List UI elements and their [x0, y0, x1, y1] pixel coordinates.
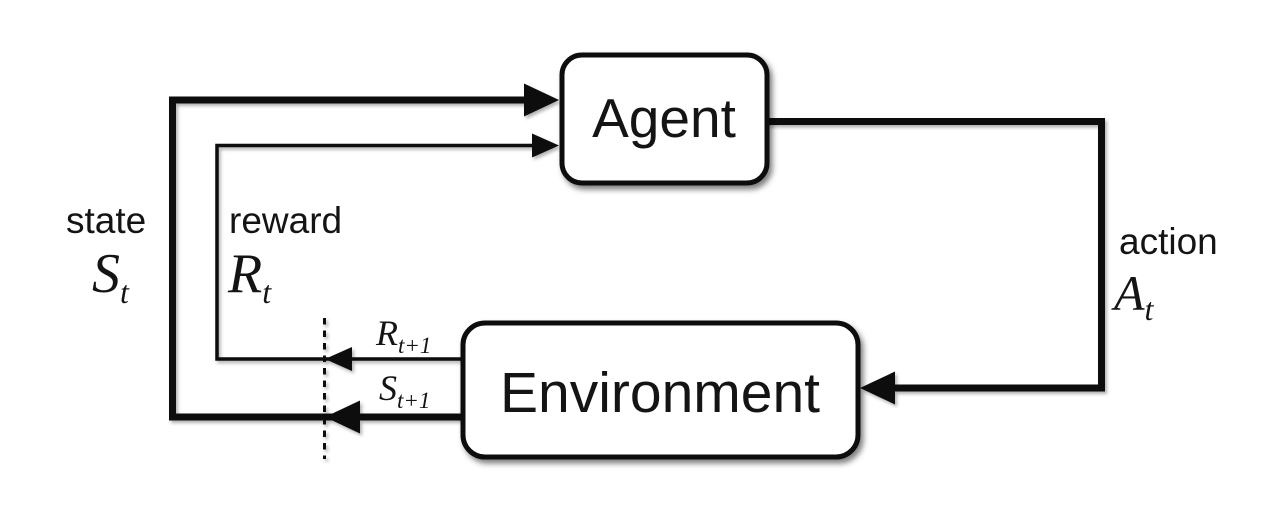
- action-word-label: action: [1119, 221, 1218, 262]
- environment-box: [460, 320, 861, 460]
- next-state-arrowhead-icon: [325, 400, 360, 434]
- state-symbol-base: S: [92, 243, 120, 305]
- state-symbol-subscript: t: [120, 274, 130, 310]
- next-reward-arrowhead-icon: [325, 347, 352, 371]
- reward-symbol: Rt: [227, 243, 272, 310]
- connector-lines: [169, 83, 1105, 459]
- agent-box: [559, 52, 770, 186]
- action-symbol: At: [1111, 265, 1155, 327]
- action-symbol-base: A: [1111, 265, 1145, 321]
- next-state-symbol: St+1: [379, 368, 430, 413]
- reward-symbol-subscript: t: [262, 274, 272, 310]
- next-reward-symbol-subscript: t+1: [398, 333, 431, 358]
- environment-box-label: Environment: [500, 361, 820, 425]
- state-into-agent-arrowhead-icon: [524, 83, 559, 117]
- state-feedback-path: [169, 96, 527, 421]
- action-path: [767, 118, 1105, 392]
- state-symbol: St: [92, 243, 130, 310]
- next-reward-symbol: Rt+1: [375, 313, 431, 358]
- reward-symbol-base: R: [227, 243, 262, 305]
- reward-word-label: reward: [229, 200, 342, 241]
- state-word-label: state: [66, 200, 146, 241]
- reward-into-agent-arrowhead-icon: [532, 133, 559, 158]
- action-symbol-subscript: t: [1145, 291, 1155, 327]
- next-state-symbol-subscript: t+1: [397, 388, 430, 413]
- next-state-symbol-base: S: [379, 368, 397, 408]
- next-reward-symbol-base: R: [375, 313, 398, 353]
- agent-box-label: Agent: [592, 87, 736, 149]
- action-into-environment-arrowhead-icon: [860, 371, 895, 405]
